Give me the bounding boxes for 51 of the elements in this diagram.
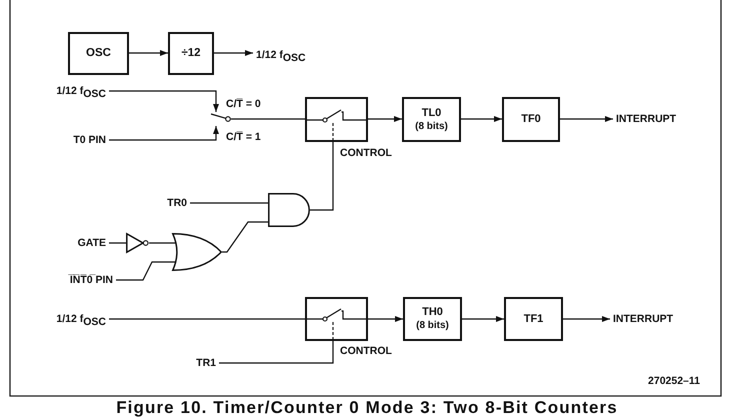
register-name: TF1 [524, 312, 544, 326]
inverter-symbol [126, 233, 149, 253]
arrow [109, 126, 219, 141]
figure-number: 270252–11 [647, 374, 701, 388]
control-label: CONTROL [339, 344, 393, 358]
bit-width-label: (8 bits) [416, 319, 449, 332]
output-label: INTERRUPT [613, 112, 678, 126]
flag-register-box [502, 97, 560, 142]
arrow [368, 316, 403, 322]
figure-caption: Figure 10. Timer/Counter 0 Mode 3: Two 8-Bit Counters [116, 398, 618, 418]
control-label: CONTROL [339, 146, 393, 160]
switch-position-label: C/T̅ = 0 [225, 96, 262, 112]
arrow [368, 116, 402, 122]
signal-line [222, 221, 268, 253]
block-label: OSC [86, 47, 111, 60]
bit-width-label: (8 bits) [415, 120, 448, 132]
counter-register-box [402, 97, 461, 142]
counter-register-box [403, 297, 462, 341]
signal-label: GATE [74, 236, 107, 250]
signal-line [109, 242, 126, 244]
output-label: INTERRUPT [610, 312, 674, 326]
signal-line [116, 261, 172, 281]
register-name: TL0 [422, 106, 442, 120]
arrow [462, 316, 504, 322]
arrow [129, 50, 168, 56]
signal-line [109, 318, 305, 320]
control-switch-box [305, 297, 368, 341]
arrow [560, 116, 613, 122]
register-name: TH0 [422, 306, 443, 319]
control-switch-box [305, 97, 368, 142]
signal-label: TR1 [193, 356, 217, 370]
signal-line [231, 118, 305, 120]
divider-block [168, 32, 214, 75]
arrow [461, 116, 502, 122]
arrow [563, 316, 610, 322]
signal-label: T0 PIN [70, 132, 107, 148]
arrow [214, 50, 253, 56]
or-gate-symbol [172, 233, 222, 271]
arrow [109, 90, 219, 112]
signal-label: I̅N̅T̅0̅ PIN [66, 272, 114, 288]
flag-register-box [504, 297, 563, 341]
and-gate-symbol [268, 193, 310, 227]
signal-line [149, 242, 172, 244]
signal-line [190, 202, 268, 204]
signal-line [310, 142, 334, 211]
oscillator-block [68, 32, 129, 75]
block-label: ÷12 [181, 47, 201, 60]
switch-position-label: C/T̅ = 1 [225, 130, 262, 144]
signal-line [219, 341, 334, 364]
register-name: TF0 [521, 113, 541, 126]
signal-label: TR0 [164, 196, 188, 210]
